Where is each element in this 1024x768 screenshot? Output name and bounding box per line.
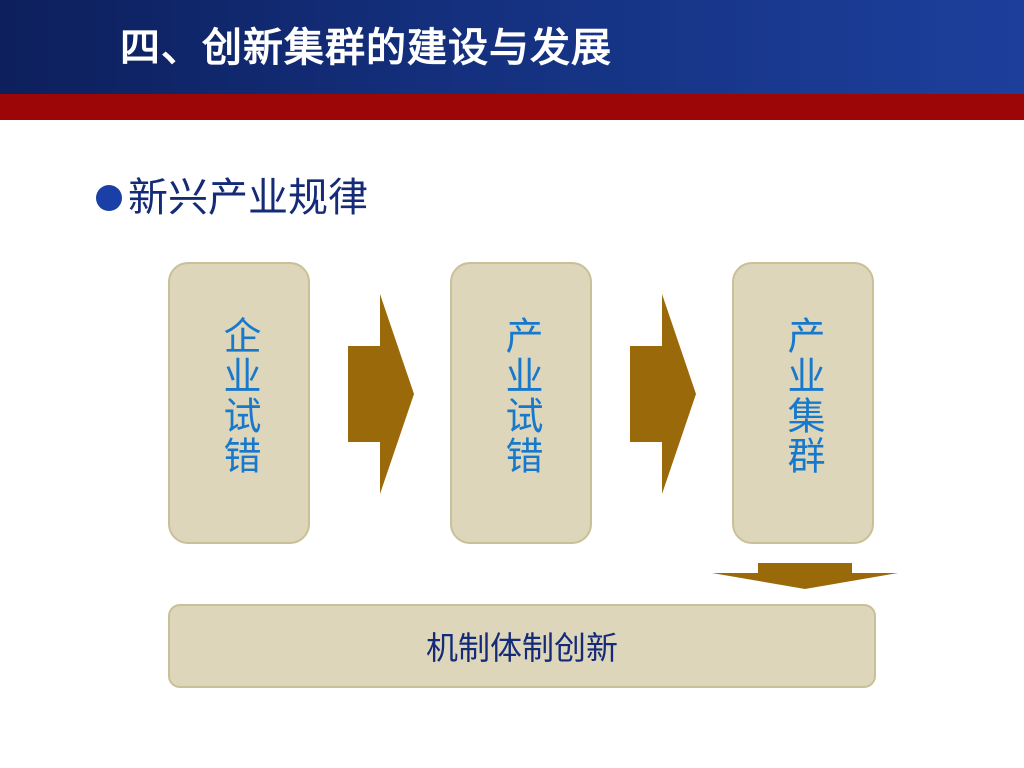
header-band	[0, 0, 1024, 94]
bullet-dot-icon	[96, 185, 122, 211]
stage-box-industry-cluster: 产业集群	[732, 262, 874, 544]
outcome-box: 机制体制创新	[168, 604, 876, 688]
bullet-item: 新兴产业规律	[96, 170, 368, 226]
slide-title: 四、创新集群的建设与发展	[120, 25, 612, 71]
header-stripe	[0, 94, 1024, 120]
stage-label: 企业试错	[217, 316, 261, 476]
stage-label: 产业集群	[781, 316, 825, 476]
outcome-label: 机制体制创新	[425, 629, 618, 667]
stage-label: 产业试错	[499, 316, 543, 476]
right-arrow-icon	[630, 294, 696, 494]
down-arrow-icon	[712, 563, 898, 589]
stage-box-enterprise-trial: 企业试错	[168, 262, 310, 544]
stage-box-industry-trial: 产业试错	[450, 262, 592, 544]
bullet-text: 新兴产业规律	[128, 175, 368, 221]
right-arrow-icon	[348, 294, 414, 494]
